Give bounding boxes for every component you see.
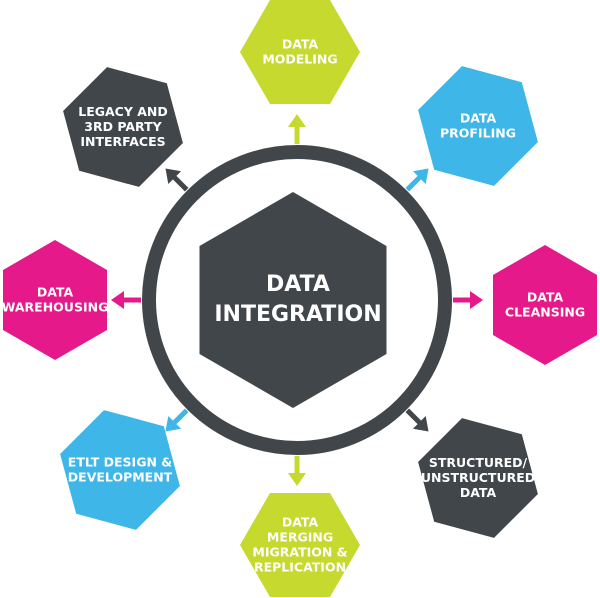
hexagon-legacy-interfaces — [63, 67, 183, 187]
node-etlt-design: ETLT DESIGN &DEVELOPMENT — [60, 408, 189, 530]
label-line: DATA — [282, 515, 319, 530]
integration-ring — [142, 145, 452, 455]
center-hexagon — [199, 192, 387, 408]
label-line: DATA — [37, 285, 74, 300]
label-line: DATA — [527, 290, 564, 305]
center-label-line: DATA — [266, 272, 330, 297]
arrowhead-icon — [165, 168, 182, 185]
center-label: DATA INTEGRATION — [214, 272, 381, 327]
label-line: DATA — [282, 37, 319, 52]
center-label-line: INTEGRATION — [214, 302, 381, 327]
label-line: UNSTRUCTURED — [421, 470, 535, 485]
label-line: 3RD PARTY — [84, 119, 162, 134]
hexagon-etlt-design — [60, 410, 180, 530]
label-line: PROFILING — [440, 126, 516, 141]
hexagon-data-profiling — [418, 66, 538, 186]
label-line: MODELING — [262, 52, 337, 67]
hexagon-data-merging — [240, 493, 360, 597]
arrowhead-icon — [288, 473, 306, 486]
label-line: CLEANSING — [505, 305, 585, 320]
arrowhead-icon — [165, 415, 182, 432]
arrowhead-icon — [412, 168, 429, 185]
label-line: DATA — [460, 111, 497, 126]
arrowhead-icon — [470, 291, 483, 309]
label-line: LEGACY AND — [78, 104, 168, 119]
label-line: MERGING — [267, 530, 333, 545]
arrowhead-icon — [288, 114, 306, 127]
label-line: DATA — [460, 485, 497, 500]
label-etlt-design: ETLT DESIGN &DEVELOPMENT — [68, 455, 173, 485]
label-line: WAREHOUSING — [2, 300, 109, 315]
label-line: DEVELOPMENT — [68, 470, 173, 485]
hexagon-structured-unstructured-data — [418, 418, 538, 538]
arrowhead-icon — [111, 291, 124, 309]
hexagon-data-modeling — [240, 0, 360, 104]
label-line: MIGRATION & — [252, 545, 347, 560]
label-line: REPLICATION — [254, 560, 346, 575]
hexagon-data-warehousing — [3, 240, 107, 360]
label-line: INTERFACES — [80, 134, 165, 149]
label-line: ETLT DESIGN & — [68, 455, 172, 470]
hexagon-data-cleansing — [493, 245, 597, 365]
label-line: STRUCTURED/ — [429, 455, 528, 470]
arrowhead-icon — [412, 415, 429, 432]
